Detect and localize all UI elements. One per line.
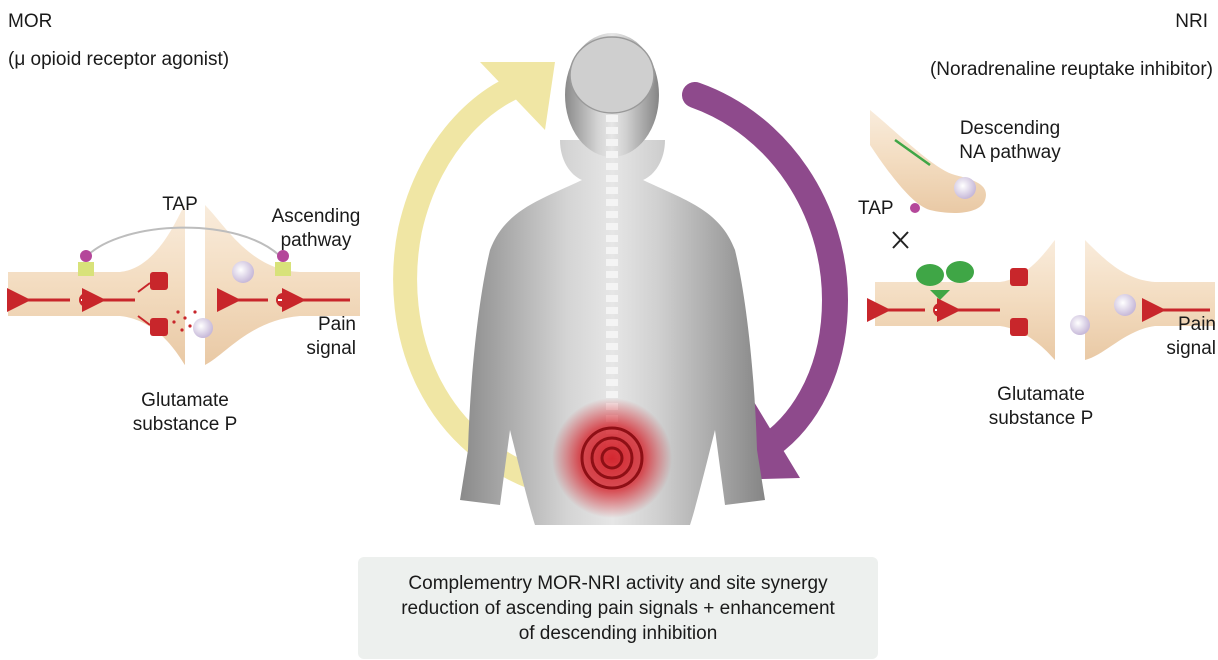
caption-box: Complementry MOR-NRI activity and site s…	[358, 557, 878, 659]
right-presynaptic-neuron	[875, 240, 1055, 360]
ascending-pathway-label: Ascending pathway	[256, 205, 376, 253]
x-mark	[893, 232, 908, 248]
neurotransmitter-line: substance P	[133, 414, 238, 435]
caption-line: of descending inhibition	[401, 621, 835, 646]
neurotransmitter-line: Glutamate	[997, 384, 1085, 405]
mor-title: MOR	[8, 10, 52, 34]
right-tap-icon	[910, 203, 920, 213]
right-tap-label: TAP	[858, 197, 894, 221]
left-neurotransmitter-label: Glutamate substance P	[110, 389, 260, 437]
left-vesicle	[232, 261, 254, 283]
right-neurotransmitter-label: Glutamate substance P	[966, 383, 1116, 431]
descending-pathway-line: Descending	[960, 118, 1060, 139]
left-vesicle	[193, 318, 213, 338]
left-pain-signal-label: Pain signal	[300, 313, 356, 361]
pain-signal-line: signal	[1166, 338, 1216, 359]
neurotransmitter-line: substance P	[989, 408, 1094, 429]
caption-text: Complementry MOR-NRI activity and site s…	[401, 571, 835, 646]
ascending-pathway-line: pathway	[281, 230, 352, 251]
right-vesicle	[1070, 315, 1090, 335]
descending-pathway-line: NA pathway	[959, 142, 1060, 163]
brain-icon	[570, 37, 654, 113]
pain-signal-line: signal	[306, 338, 356, 359]
caption-line: Complementry MOR-NRI activity and site s…	[401, 571, 835, 596]
left-tap-label: TAP	[148, 193, 212, 217]
caption-line: reduction of ascending pain signals + en…	[401, 596, 835, 621]
right-inhibition-icon	[933, 303, 947, 317]
pain-signal-line: Pain	[318, 314, 356, 335]
nri-subtitle: (Noradrenaline reuptake inhibitor)	[880, 58, 1213, 82]
neurotransmitter-line: Glutamate	[141, 390, 229, 411]
descending-pathway-label: Descending NA pathway	[950, 117, 1070, 165]
pain-signal-line: Pain	[1178, 314, 1216, 335]
right-vesicle	[1114, 294, 1136, 316]
ascending-pathway-line: Ascending	[272, 206, 361, 227]
right-pain-signal-label: Pain signal	[1158, 313, 1216, 361]
human-back-figure	[405, 33, 835, 525]
right-vesicle	[954, 177, 976, 199]
nri-title: NRI	[1150, 10, 1208, 34]
mor-subtitle: (μ opioid receptor agonist)	[8, 48, 229, 72]
pain-glow	[552, 398, 672, 518]
